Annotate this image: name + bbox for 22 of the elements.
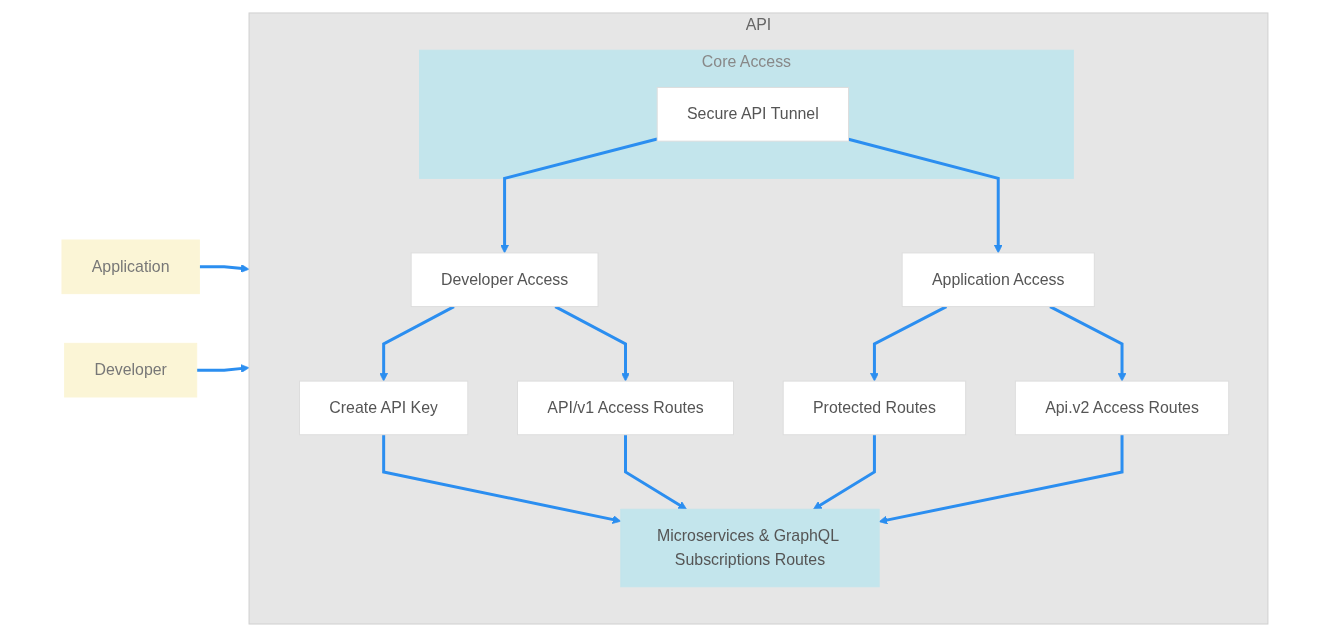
node-box: Secure API Tunnel bbox=[656, 86, 849, 142]
node-box: Microservices & GraphQL Subscriptions Routes bbox=[619, 508, 880, 588]
node-box: Developer bbox=[63, 342, 197, 398]
arrow bbox=[847, 137, 1003, 254]
node-box: Api.v2 Access Routes bbox=[1014, 380, 1229, 436]
node-box: Create API Key bbox=[298, 380, 468, 436]
arrow bbox=[878, 434, 1124, 525]
node-box: API/v1 Access Routes bbox=[516, 380, 734, 436]
arrow bbox=[869, 305, 947, 382]
node-box: Developer Access bbox=[410, 252, 599, 308]
arrow bbox=[499, 137, 658, 254]
arrow bbox=[381, 434, 621, 524]
arrow bbox=[198, 264, 249, 273]
arrow bbox=[812, 434, 876, 510]
arrow bbox=[196, 364, 249, 373]
arrow bbox=[1048, 305, 1126, 382]
arrow bbox=[554, 305, 630, 382]
node-box: Protected Routes bbox=[782, 380, 966, 436]
arrow bbox=[623, 434, 687, 510]
arrow bbox=[378, 305, 455, 382]
node-box: Application bbox=[61, 239, 200, 295]
node-box: Application Access bbox=[901, 252, 1095, 308]
